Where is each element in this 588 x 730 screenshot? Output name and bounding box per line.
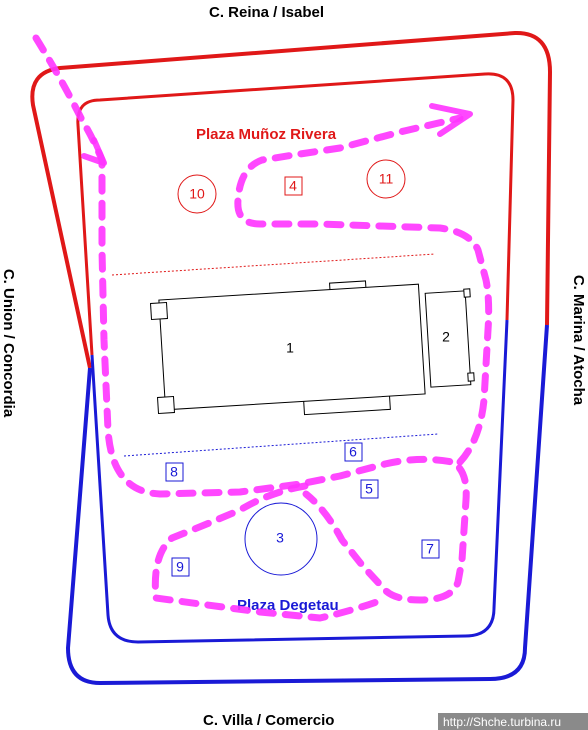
marker-9-label: 9 <box>176 559 184 575</box>
marker-11-circle <box>366 159 406 199</box>
marker-5-label: 5 <box>365 481 373 497</box>
marker-10-circle <box>177 174 217 214</box>
fountain-3-label: 3 <box>276 530 284 546</box>
building-1-label: 1 <box>286 340 294 356</box>
fountain-3 <box>244 502 318 576</box>
marker-5-box <box>360 479 379 499</box>
marker-10-label: 10 <box>189 186 205 202</box>
building-1 <box>149 280 426 416</box>
building-2-label: 2 <box>442 329 450 345</box>
marker-4-box <box>284 176 303 196</box>
marker-6-label: 6 <box>349 444 357 460</box>
marker-7-box <box>421 539 440 559</box>
walking-route <box>32 34 493 622</box>
plaza-north-label: Plaza Muñoz Rivera <box>196 126 337 143</box>
street-top-label: C. Reina / Isabel <box>209 4 324 21</box>
marker-4-label: 4 <box>289 178 297 194</box>
outer-boundary-south <box>65 324 549 686</box>
street-bottom-label: C. Villa / Comercio <box>203 712 334 729</box>
watermark-bg <box>438 713 588 730</box>
south-dotted-line <box>123 433 439 457</box>
watermark-text: http://Shche.turbina.ru <box>443 715 561 729</box>
inner-boundary-south <box>90 319 509 644</box>
marker-8-label: 8 <box>170 464 178 480</box>
marker-6-box <box>344 442 363 462</box>
outer-boundary-north <box>30 30 553 369</box>
north-dotted-line <box>111 253 436 276</box>
marker-7-label: 7 <box>426 541 434 557</box>
marker-8-box <box>165 462 184 482</box>
street-right-label: C. Marina / Atocha <box>570 275 587 406</box>
building-2 <box>424 288 475 388</box>
marker-11-label: 11 <box>379 171 394 187</box>
marker-9-box <box>171 557 190 577</box>
street-left-label: C. Union / Concordia <box>0 269 17 418</box>
